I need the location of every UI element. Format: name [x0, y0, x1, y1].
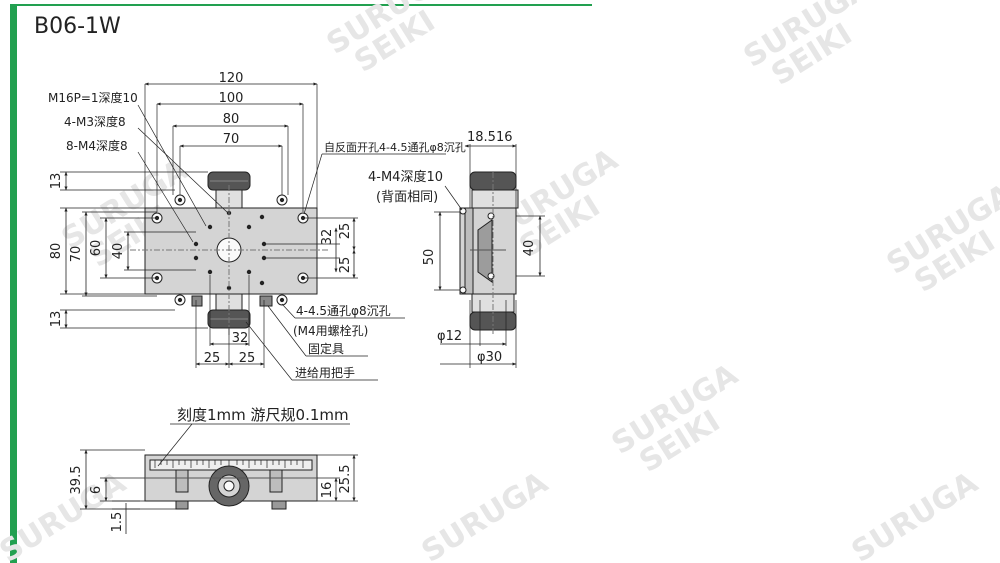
- dim-80-left: 80: [49, 243, 64, 260]
- dim-50: 50: [422, 249, 437, 266]
- label-m4-bolt: (M4用螺栓孔): [293, 323, 368, 338]
- dim-13-bottom: 13: [49, 311, 64, 328]
- dim-25-right-a: 25: [338, 223, 353, 240]
- dim-40-side: 40: [522, 240, 537, 257]
- dim-25-5: 25.5: [338, 465, 353, 494]
- dim-120: 120: [219, 71, 244, 86]
- label-m4: 8-M4深度8: [66, 138, 128, 153]
- dim-39-5: 39.5: [69, 466, 84, 495]
- top-view-callouts: M16P=1深度10 4-M3深度8 8-M4深度8 自反面开孔4-4.5通孔φ…: [48, 90, 466, 380]
- dim-60-left: 60: [89, 240, 104, 257]
- label-through-holes: 4-4.5通孔φ8沉孔: [296, 304, 391, 318]
- top-rule: [10, 4, 592, 6]
- dim-phi12: φ12: [437, 329, 462, 344]
- top-view-labels: 120 100 80 70 13 80 13 70 60 40 32 25 25…: [49, 71, 353, 366]
- side-view: [434, 144, 545, 368]
- dim-70: 70: [223, 132, 240, 147]
- dim-100: 100: [219, 91, 244, 106]
- front-view-labels: 刻度1mm 游尺规0.1mm 39.5 6 1.5 16 25.5: [69, 406, 353, 532]
- dim-25-bottom-b: 25: [239, 351, 256, 366]
- label-handle: 进给用把手: [295, 366, 355, 380]
- dim-25-bottom-a: 25: [204, 351, 221, 366]
- dim-13-top: 13: [49, 173, 64, 190]
- dim-32-bottom: 32: [232, 331, 249, 346]
- label-m16: M16P=1深度10: [48, 90, 138, 105]
- svg-text:SURUGA: SURUGA: [846, 465, 985, 563]
- dim-80: 80: [223, 112, 240, 127]
- dim-70-left: 70: [69, 246, 84, 263]
- dim-40-left: 40: [111, 243, 126, 260]
- dim-phi30: φ30: [477, 350, 502, 365]
- label-back-same: (背面相同): [376, 190, 438, 205]
- side-view-labels: 18.516 4-M4深度10 (背面相同) 50 40 φ12 φ30: [368, 130, 537, 365]
- label-m3: 4-M3深度8: [64, 114, 126, 129]
- front-view: [80, 423, 358, 534]
- dim-32-right: 32: [320, 229, 335, 246]
- top-view: [60, 82, 446, 381]
- label-m4-back: 4-M4深度10: [368, 169, 443, 185]
- dim-1-5: 1.5: [110, 512, 125, 533]
- svg-text:SURUGA: SURUGA: [416, 465, 555, 563]
- page-title: B06-1W: [34, 14, 121, 39]
- label-scale: 刻度1mm 游尺规0.1mm: [177, 406, 349, 424]
- dim-16: 16: [320, 482, 335, 499]
- label-back-holes: 自反面开孔4-4.5通孔φ8沉孔: [324, 141, 466, 154]
- dim-18516: 18.516: [467, 130, 513, 145]
- label-lock: 固定具: [308, 341, 344, 356]
- dim-25-right-b: 25: [338, 257, 353, 274]
- dim-6: 6: [89, 486, 104, 494]
- accent-bar: [10, 4, 17, 563]
